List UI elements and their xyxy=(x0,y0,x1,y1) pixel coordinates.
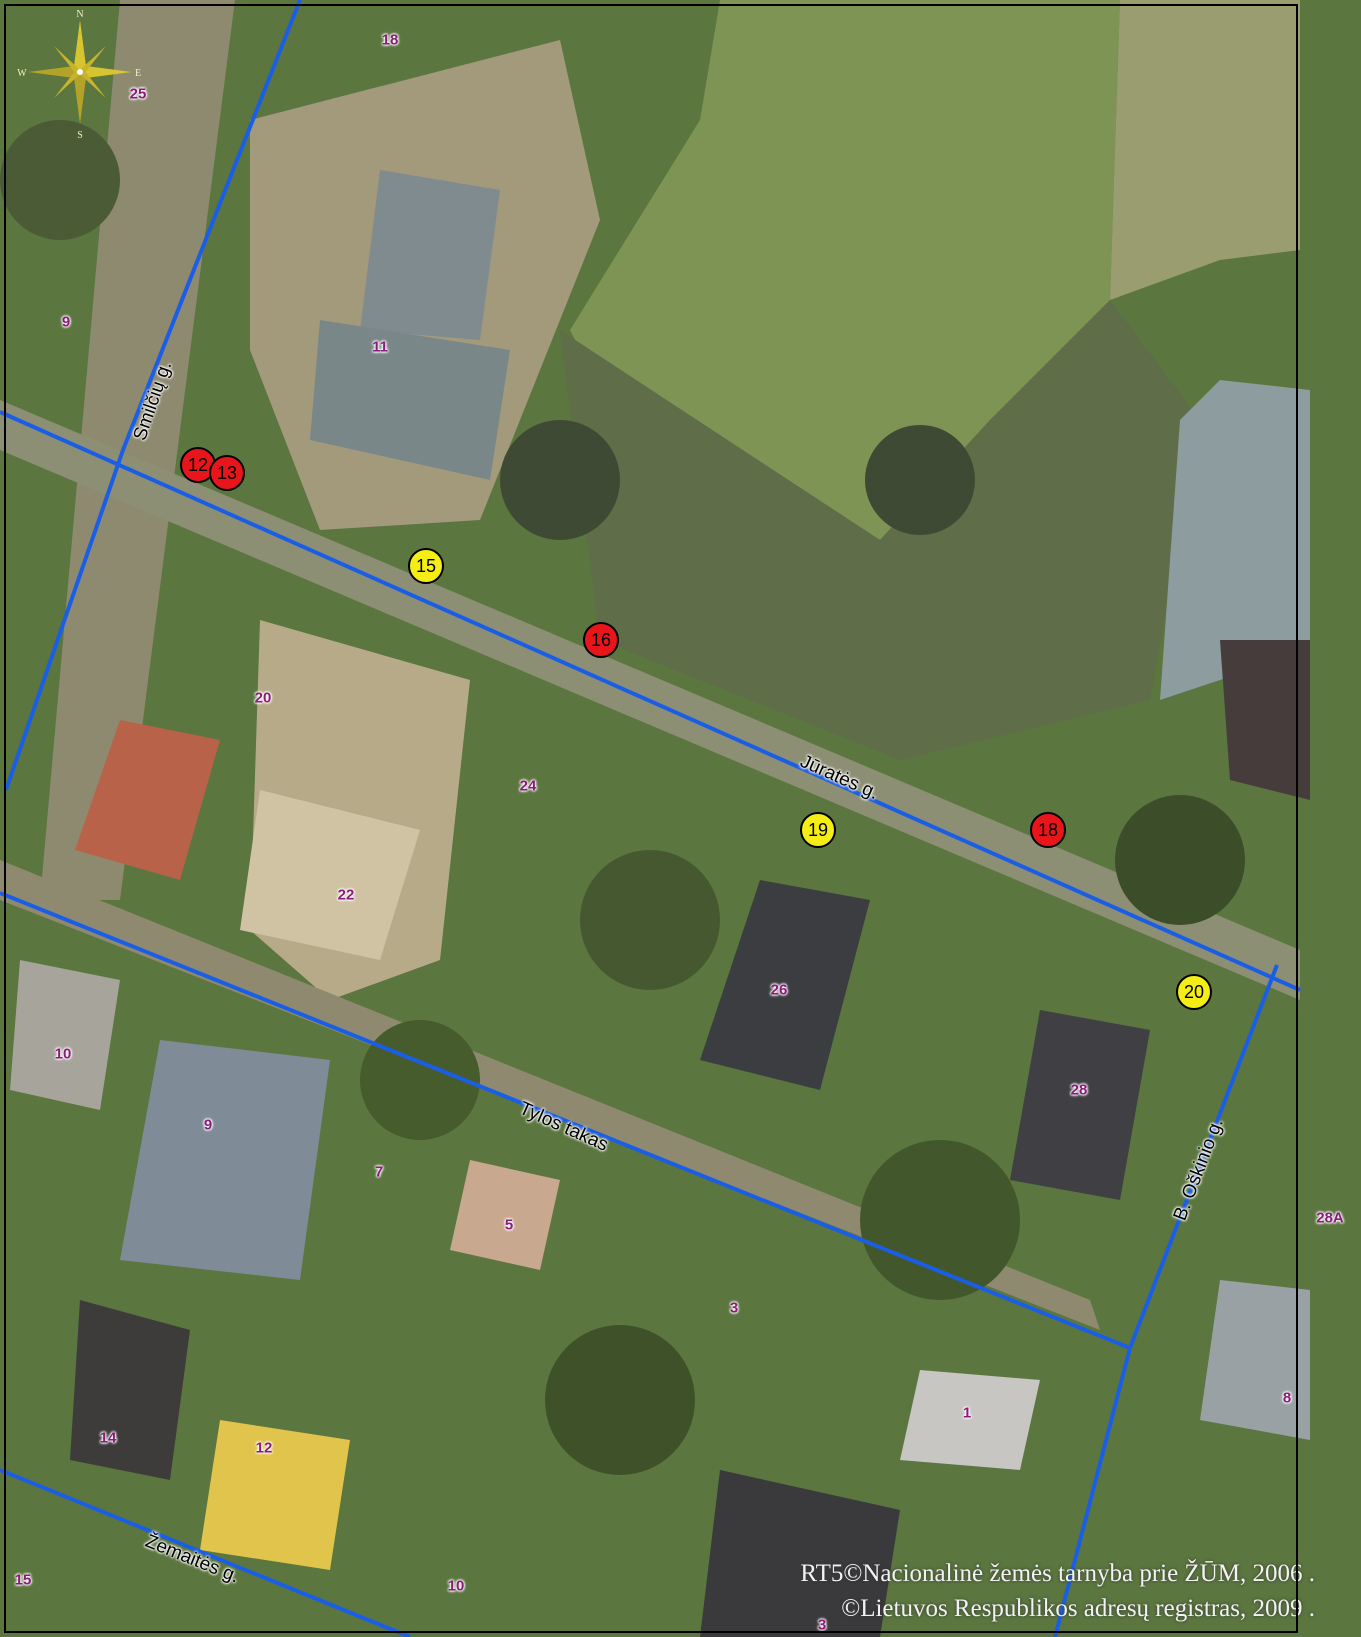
street-line xyxy=(0,1468,411,1637)
house-number-label: 24 xyxy=(519,777,537,795)
street-line xyxy=(121,0,302,451)
street-line xyxy=(1128,964,1279,1349)
house-number-label: 28A xyxy=(1316,1209,1344,1227)
house-number-label: 11 xyxy=(372,338,388,356)
house-number-label: 14 xyxy=(99,1429,117,1447)
house-number-label: 3 xyxy=(817,1616,827,1634)
house-number-label: 12 xyxy=(255,1439,273,1457)
house-number-label: 5 xyxy=(504,1216,514,1234)
map-marker-red[interactable]: 16 xyxy=(583,622,619,658)
house-number-label: 9 xyxy=(203,1116,213,1134)
credit-line-2: ©Lietuvos Respublikos adresų registras, … xyxy=(841,1595,1315,1622)
house-number-label: 20 xyxy=(254,689,272,707)
house-number-label: 22 xyxy=(337,886,355,904)
map-marker-red[interactable]: 13 xyxy=(209,455,245,491)
map-marker-red[interactable]: 18 xyxy=(1030,812,1066,848)
street-line xyxy=(0,891,1131,1350)
house-number-label: 10 xyxy=(54,1045,72,1063)
house-number-label: 8 xyxy=(1282,1389,1292,1407)
street-line xyxy=(1053,1347,1132,1637)
street-line xyxy=(4,449,125,791)
map-marker-yellow[interactable]: 19 xyxy=(800,812,836,848)
house-number-label: 26 xyxy=(770,981,788,999)
house-number-label: 9 xyxy=(61,313,71,331)
house-number-label: 1 xyxy=(962,1404,972,1422)
map-marker-yellow[interactable]: 15 xyxy=(408,548,444,584)
credit-line-1: RT5©Nacionalinė žemės tarnyba prie ŽŪM, … xyxy=(800,1560,1315,1587)
house-number-label: 18 xyxy=(381,31,399,49)
house-number-label: 10 xyxy=(447,1577,465,1595)
house-number-label: 15 xyxy=(14,1571,32,1589)
house-number-label: 25 xyxy=(129,85,147,103)
house-number-label: 3 xyxy=(729,1299,739,1317)
street-line xyxy=(0,410,1301,992)
map-marker-yellow[interactable]: 20 xyxy=(1176,974,1212,1010)
house-number-label: 28 xyxy=(1070,1081,1088,1099)
house-number-label: 7 xyxy=(374,1163,384,1181)
